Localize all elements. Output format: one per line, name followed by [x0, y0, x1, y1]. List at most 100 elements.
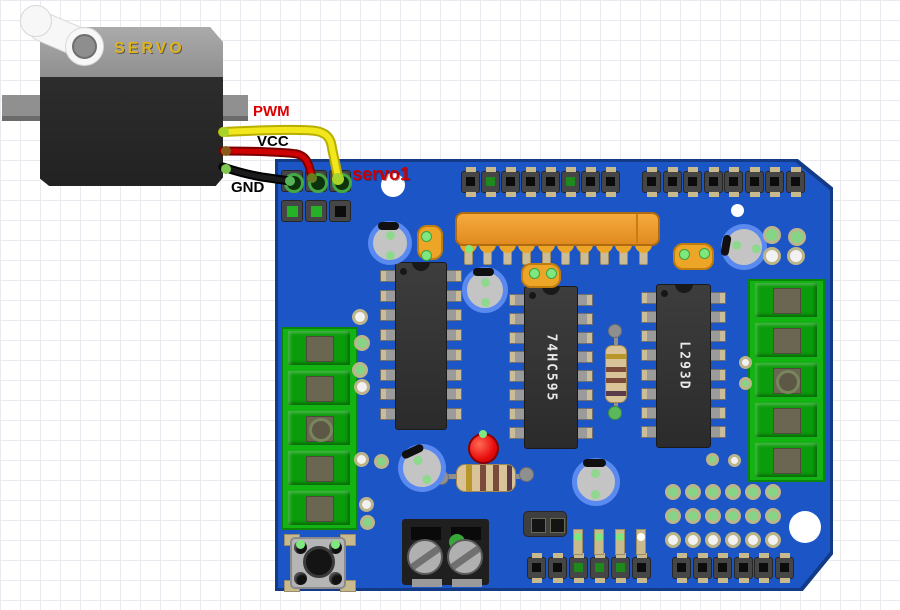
header-pin[interactable]	[786, 167, 805, 197]
solder-pad	[725, 508, 741, 524]
header-pin[interactable]	[663, 167, 682, 197]
header-pin[interactable]	[590, 553, 609, 583]
resistor-vertical[interactable]	[605, 345, 627, 403]
terminal-screw[interactable]	[407, 539, 443, 575]
pin-contact	[606, 177, 615, 186]
header-pin[interactable]	[683, 167, 702, 197]
header-pin[interactable]	[693, 553, 712, 583]
wire-end-dot	[307, 173, 317, 183]
terminal-cell[interactable]	[288, 331, 350, 365]
header-pin[interactable]	[765, 167, 784, 197]
pwm-wire[interactable]	[218, 124, 344, 185]
header-pin	[550, 518, 565, 533]
button-cap[interactable]	[303, 546, 335, 578]
electrolytic-capacitor[interactable]	[572, 458, 620, 506]
header-pin[interactable]	[632, 553, 651, 583]
header-pin[interactable]	[611, 553, 630, 583]
header-pin[interactable]	[521, 167, 540, 197]
ic-l293d[interactable]	[656, 284, 711, 448]
header-pin[interactable]	[481, 167, 500, 197]
servo-header-pin[interactable]	[329, 200, 351, 222]
terminal-cell[interactable]	[755, 403, 817, 437]
terminal-tab	[412, 579, 442, 587]
button-pin	[294, 572, 307, 585]
header-pin[interactable]	[561, 167, 580, 197]
header-pin[interactable]	[713, 553, 732, 583]
header-pin[interactable]	[734, 553, 753, 583]
header-pin[interactable]	[745, 167, 764, 197]
resistor-lead-right	[519, 467, 534, 482]
servo-motor-body[interactable]	[40, 64, 223, 186]
led-anode-pad	[479, 430, 487, 438]
solder-pad	[705, 508, 721, 524]
jumper-block[interactable]	[417, 225, 443, 261]
header-pin[interactable]	[527, 553, 546, 583]
solder-pad	[765, 508, 781, 524]
electrolytic-capacitor[interactable]	[368, 221, 412, 265]
servo-header-pin[interactable]	[281, 200, 303, 222]
servo-mount-tab-left	[2, 95, 42, 121]
terminal-cell[interactable]	[288, 411, 350, 445]
header-pin[interactable]	[672, 553, 691, 583]
header-pin[interactable]	[775, 553, 794, 583]
pin-contact	[486, 177, 495, 186]
pin-contact	[586, 177, 595, 186]
solder-pad	[665, 532, 681, 548]
header-pin[interactable]	[569, 553, 588, 583]
terminal-cell[interactable]	[288, 371, 350, 405]
ic-74hc595[interactable]	[524, 286, 578, 449]
resistor-lead-bottom	[608, 406, 622, 420]
servo-header-pin[interactable]	[305, 200, 327, 222]
electrolytic-capacitor[interactable]	[462, 267, 508, 313]
ic-pin1-dot	[400, 268, 407, 275]
terminal-screw[interactable]	[447, 539, 483, 575]
header-pin[interactable]	[704, 167, 723, 197]
solder-pad	[354, 379, 370, 395]
header-pin[interactable]	[461, 167, 480, 197]
cap-pin-dot	[480, 297, 490, 307]
ic-dip16[interactable]	[395, 262, 447, 430]
terminal-cell[interactable]	[755, 443, 817, 477]
gnd-label[interactable]: GND	[231, 179, 265, 196]
red-led[interactable]	[468, 433, 499, 464]
pin-contact	[729, 177, 738, 186]
pwm-label[interactable]: PWM	[253, 103, 290, 120]
jumper-block[interactable]	[673, 243, 714, 270]
resistor-horizontal[interactable]	[456, 464, 516, 492]
wire-end-dot	[221, 146, 231, 156]
servo1-part-label[interactable]: servo1	[352, 164, 411, 184]
sip-resistor-network[interactable]	[455, 212, 660, 246]
header-pin[interactable]	[754, 553, 773, 583]
vcc-label[interactable]: VCC	[257, 133, 289, 150]
pin-contact	[566, 177, 575, 186]
cap-polarity-stripe	[583, 459, 606, 467]
mounting-hole-bottom-right	[789, 511, 821, 543]
jumper-block[interactable]	[521, 263, 561, 288]
header-pin[interactable]	[724, 167, 743, 197]
header-pin[interactable]	[581, 167, 600, 197]
terminal-cell[interactable]	[755, 283, 817, 317]
terminal-hole	[306, 416, 334, 442]
pin-contact	[466, 177, 475, 186]
terminal-cell[interactable]	[288, 491, 350, 525]
header-pin[interactable]	[548, 553, 567, 583]
header-pin[interactable]	[642, 167, 661, 197]
solder-pad	[763, 247, 781, 265]
vcc-wire[interactable]	[218, 146, 317, 183]
pin-contact	[574, 563, 583, 572]
pad-dot	[616, 533, 624, 541]
jumper-pin-dot	[529, 268, 540, 279]
header-pin[interactable]	[501, 167, 520, 197]
header-pin[interactable]	[541, 167, 560, 197]
servo-label: SERVO	[114, 40, 185, 57]
terminal-cell[interactable]	[755, 323, 817, 357]
jumper-header-2pin[interactable]	[523, 511, 567, 537]
terminal-cell[interactable]	[288, 451, 350, 485]
terminal-cell[interactable]	[755, 363, 817, 397]
solder-pad	[739, 377, 752, 390]
pin-contact	[637, 563, 646, 572]
gnd-wire[interactable]	[218, 162, 295, 186]
header-pin[interactable]	[601, 167, 620, 197]
terminal-hole	[773, 288, 801, 314]
